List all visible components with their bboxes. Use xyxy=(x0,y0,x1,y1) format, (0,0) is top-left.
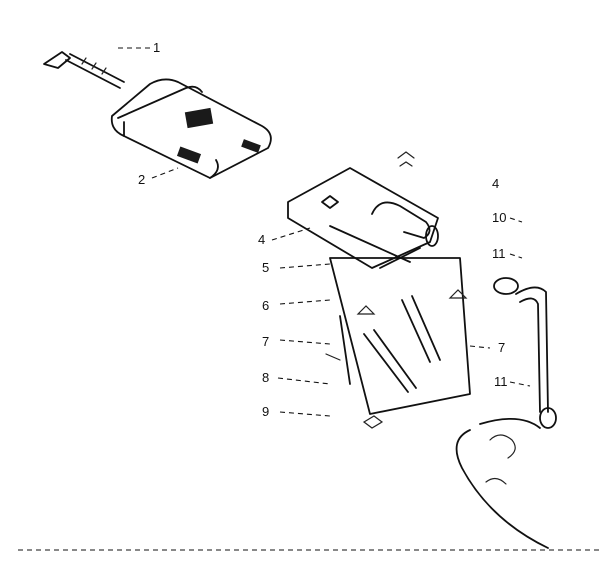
callout-5: 5 xyxy=(262,260,269,275)
callout-4-right: 4 xyxy=(492,176,499,191)
callout-7-left: 7 xyxy=(262,334,269,349)
part-frame-bracket xyxy=(325,257,471,429)
callout-4-left: 4 xyxy=(258,232,265,247)
callout-labels: 1 2 4 4 10 11 5 6 7 7 8 11 9 xyxy=(138,40,508,419)
callout-11-top: 11 xyxy=(492,246,506,261)
part-filter-cartridge xyxy=(110,78,272,179)
callout-2: 2 xyxy=(138,172,145,187)
callout-1: 1 xyxy=(153,40,160,55)
part-housing xyxy=(287,151,439,269)
part-hose xyxy=(455,277,557,549)
callout-10: 10 xyxy=(492,210,506,225)
leader-lines xyxy=(18,47,600,551)
callout-6: 6 xyxy=(262,298,269,313)
part-probe-tip xyxy=(43,51,125,89)
callout-7-right: 7 xyxy=(498,340,505,355)
callout-9: 9 xyxy=(262,404,269,419)
callout-11-bottom: 11 xyxy=(494,374,508,389)
callout-8: 8 xyxy=(262,370,269,385)
